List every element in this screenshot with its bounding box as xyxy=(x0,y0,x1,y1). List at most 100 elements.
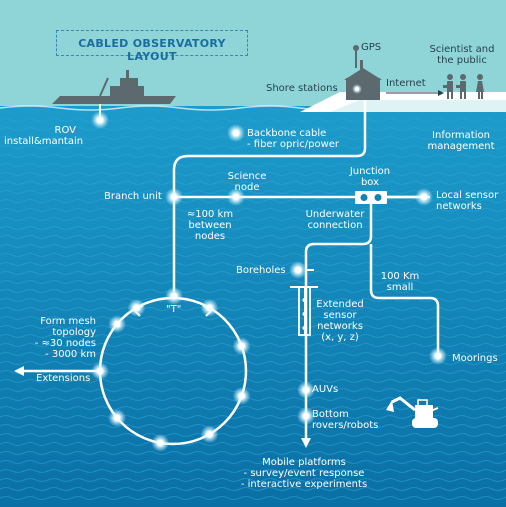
wave-line xyxy=(0,208,506,212)
rov-label: ROV install&mantain xyxy=(4,125,84,147)
wave-line xyxy=(0,478,506,482)
wave-line xyxy=(0,325,506,329)
science-node-label: Science node xyxy=(224,171,270,193)
backbone-label: Backbone cable - fiber opric/power xyxy=(247,128,339,150)
mobile-label-line1: Mobile platforms xyxy=(262,457,346,468)
bottom-rover-node xyxy=(302,412,310,420)
internet-label: Internet xyxy=(386,78,426,89)
wave-line xyxy=(0,307,506,311)
ring-node-8 xyxy=(133,304,140,311)
info-label-line1: Information xyxy=(432,130,490,141)
node-group xyxy=(91,111,447,452)
wave-line xyxy=(0,235,506,239)
extended-label-line4: (x, y, z) xyxy=(321,332,359,343)
rov-node xyxy=(96,116,104,124)
mesh-label-line2: topology xyxy=(52,327,96,338)
wave-line xyxy=(0,496,506,500)
gps-icon xyxy=(353,45,359,68)
backbone-node xyxy=(232,129,240,137)
moorings-label: Moorings xyxy=(452,353,498,364)
dist-label-line1: ≈100 km xyxy=(186,209,234,220)
ship-icon xyxy=(52,70,176,104)
ring-node-2 xyxy=(238,392,245,400)
underwater-label-line1: Underwater xyxy=(305,209,365,220)
wave-line xyxy=(0,406,506,410)
rov-label-line1: ROV xyxy=(54,125,76,136)
wave-line xyxy=(0,451,506,455)
extended-label-line3: networks xyxy=(317,321,363,332)
mobile-platform-cable xyxy=(304,204,373,390)
excavator-robot-icon xyxy=(386,396,439,428)
shore-land-shadow xyxy=(330,100,506,112)
mesh-label-line3: - ≈30 nodes xyxy=(34,338,96,349)
dist-label-line3: nodes xyxy=(194,231,226,242)
junction-box-label: Junction box xyxy=(344,166,396,188)
bottom-label-line1: Bottom xyxy=(312,409,349,420)
extended-label-line1: Extended xyxy=(316,299,364,310)
branch-unit-label: Branch unit xyxy=(104,191,162,202)
internet-arrow-icon xyxy=(438,90,444,96)
borehole-node xyxy=(294,266,302,274)
wave-line xyxy=(0,244,506,248)
wave-line xyxy=(0,199,506,203)
bottom-rovers-label: Bottom rovers/robots xyxy=(312,409,378,431)
ring-node-t xyxy=(170,292,178,300)
mesh-label-line1: Form mesh xyxy=(40,316,96,327)
local-label-line2: networks xyxy=(436,201,482,212)
rov-label-line2: install&mantain xyxy=(4,136,84,147)
ring-node-6 xyxy=(96,367,104,375)
wave-line xyxy=(0,262,506,266)
mobile-arrow-icon xyxy=(301,438,311,448)
wave-line xyxy=(0,460,506,464)
ring-node-1 xyxy=(238,342,245,350)
scientist-label-line2: the public xyxy=(437,55,487,66)
underwater-label-line2: connection xyxy=(307,220,363,231)
dist-label-line2: between xyxy=(188,220,232,231)
info-label-line2: management xyxy=(427,141,495,152)
people-icon xyxy=(443,74,484,99)
hundred-label-line1: 100 Km xyxy=(380,271,420,282)
auvs-label: AUVs xyxy=(312,384,339,395)
wave-line xyxy=(0,217,506,221)
wave-line xyxy=(0,289,506,293)
wave-line xyxy=(0,253,506,257)
wave-line xyxy=(0,127,506,131)
mesh-label-line4: - 3000 km xyxy=(45,349,96,360)
borehole-icon xyxy=(290,286,318,336)
extended-sensor-label: Extended sensor networks (x, y, z) xyxy=(312,299,368,343)
wave-line xyxy=(0,388,506,392)
wave-line xyxy=(0,469,506,473)
auv-node xyxy=(302,386,310,394)
wave-line xyxy=(0,271,506,275)
mobile-label-line3: - interactive experiments xyxy=(240,479,368,490)
wave-line xyxy=(0,163,506,167)
hundred-label-line2: small xyxy=(386,282,414,293)
wave-line xyxy=(0,172,506,176)
wave-line xyxy=(0,379,506,383)
scientist-label: Scientist and the public xyxy=(424,44,500,66)
junction-box-icon xyxy=(355,191,387,204)
sea-surface xyxy=(0,105,341,111)
bottom-label-line2: rovers/robots xyxy=(312,420,379,431)
wave-line xyxy=(0,424,506,428)
page-title: CABLED OBSERVATORY LAYOUT xyxy=(78,37,226,63)
ocean xyxy=(0,106,506,507)
small-distance-label: 100 Km small xyxy=(376,271,424,293)
wave-line xyxy=(0,433,506,437)
underwater-connection-label: Underwater connection xyxy=(300,209,370,231)
moorings-cable xyxy=(369,244,440,356)
backbone-label-line2: - fiber opric/power xyxy=(247,139,340,150)
extended-label-line2: sensor xyxy=(323,310,357,321)
local-sensor-node xyxy=(420,193,428,201)
local-sensor-label: Local sensor networks xyxy=(436,190,498,212)
mooring-node xyxy=(434,352,442,360)
science-label-line2: node xyxy=(234,182,260,193)
junction-label-line1: Junction xyxy=(349,166,391,177)
wave-line xyxy=(0,190,506,194)
gps-label: GPS xyxy=(361,42,382,53)
backbone-cable xyxy=(172,100,367,292)
ring-node-0 xyxy=(206,304,213,311)
shore-stations-label: Shore stations xyxy=(266,83,338,94)
